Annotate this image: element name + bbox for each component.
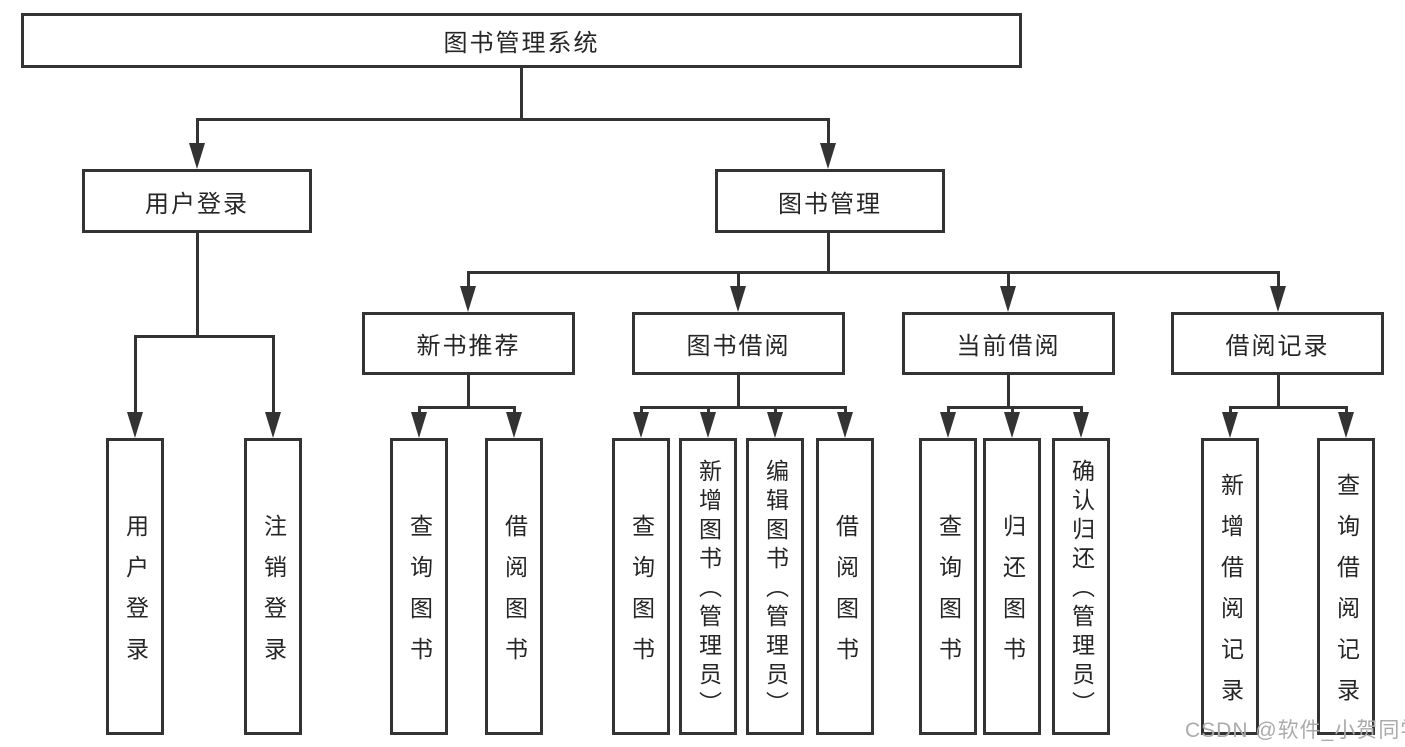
connector-line (827, 118, 830, 146)
connector-line (272, 335, 275, 415)
arrow-down-icon (700, 412, 716, 438)
arrow-down-icon (265, 412, 281, 438)
leaf-current-query-books: 查询图书 (919, 438, 977, 735)
node-label: 借阅图书 (501, 513, 528, 678)
arrow-down-icon (460, 286, 476, 312)
node-user-login: 用户登录 (82, 169, 312, 233)
leaf-borrow-edit-books-admin: 编辑图书（管理员） (746, 438, 804, 735)
node-label: 归还图书 (999, 513, 1026, 678)
node-label: 当前借阅 (956, 333, 1061, 360)
node-current-borrowing: 当前借阅 (902, 312, 1115, 375)
connector-line (737, 271, 740, 289)
connector-line (737, 375, 740, 408)
node-label: 查询图书 (628, 513, 655, 678)
arrow-down-icon (820, 143, 836, 169)
arrow-down-icon (1004, 412, 1020, 438)
node-book-management: 图书管理 (715, 169, 945, 233)
arrow-down-icon (940, 412, 956, 438)
leaf-borrow-query-books: 查询图书 (612, 438, 670, 735)
node-label: 确认归还（管理员） (1068, 459, 1095, 720)
connector-line (520, 68, 523, 120)
arrow-down-icon (837, 412, 853, 438)
leaf-borrow-borrow-books: 借阅图书 (816, 438, 874, 735)
connector-line (1229, 406, 1347, 409)
arrow-down-icon (506, 412, 522, 438)
node-label: 注销登录 (260, 513, 287, 678)
arrow-down-icon (767, 412, 783, 438)
node-new-book-recommend: 新书推荐 (362, 312, 575, 375)
leaf-logout: 注销登录 (244, 438, 302, 735)
connector-line (196, 233, 199, 337)
leaf-records-query-record: 查询借阅记录 (1317, 438, 1375, 735)
leaf-borrow-add-books-admin: 新增图书（管理员） (679, 438, 737, 735)
arrow-down-icon (1000, 286, 1016, 312)
connector-line (947, 406, 1082, 409)
watermark: CSDN @软件_小贺同学 (1185, 719, 1405, 742)
arrow-down-icon (411, 412, 427, 438)
arrow-down-icon (1222, 412, 1238, 438)
connector-line (1277, 375, 1280, 408)
node-label: 用户登录 (122, 513, 149, 678)
node-label: 借阅记录 (1225, 333, 1330, 360)
connector-line (467, 375, 470, 408)
arrow-down-icon (730, 286, 746, 312)
connector-line (1007, 271, 1010, 289)
connector-line (1277, 271, 1280, 289)
connector-line (196, 118, 199, 146)
node-label: 图书借阅 (686, 333, 791, 360)
arrow-down-icon (1073, 412, 1089, 438)
connector-line (196, 118, 830, 121)
arrow-down-icon (633, 412, 649, 438)
connector-line (467, 271, 1280, 274)
leaf-current-return-books: 归还图书 (983, 438, 1041, 735)
node-book-borrowing: 图书借阅 (632, 312, 845, 375)
leaf-current-confirm-return-admin: 确认归还（管理员） (1052, 438, 1110, 735)
node-label: 查询借阅记录 (1333, 472, 1360, 719)
node-label: 图书管理系统 (443, 30, 600, 57)
arrow-down-icon (1270, 286, 1286, 312)
node-borrow-records: 借阅记录 (1171, 312, 1384, 375)
connector-line (467, 271, 470, 289)
node-label: 查询图书 (406, 513, 433, 678)
node-label: 新增图书（管理员） (695, 459, 722, 720)
leaf-recommend-query-books: 查询图书 (390, 438, 448, 735)
leaf-user-login: 用户登录 (106, 438, 164, 735)
arrow-down-icon (127, 412, 143, 438)
arrow-down-icon (1338, 412, 1354, 438)
connector-line (827, 233, 830, 273)
leaf-recommend-borrow-books: 借阅图书 (485, 438, 543, 735)
node-label: 新书推荐 (416, 333, 521, 360)
node-root-system: 图书管理系统 (21, 13, 1022, 68)
connector-line (418, 406, 516, 409)
arrow-down-icon (189, 143, 205, 169)
connector-line (1007, 375, 1010, 408)
node-label: 新增借阅记录 (1217, 472, 1244, 719)
leaf-records-add-record: 新增借阅记录 (1201, 438, 1259, 735)
connector-line (134, 335, 137, 415)
node-label: 图书管理 (778, 190, 882, 218)
connector-line (134, 335, 275, 338)
node-label: 用户登录 (145, 190, 249, 218)
node-label: 借阅图书 (832, 513, 859, 678)
node-label: 查询图书 (935, 513, 962, 678)
node-label: 编辑图书（管理员） (762, 459, 789, 720)
connector-line (640, 406, 846, 409)
